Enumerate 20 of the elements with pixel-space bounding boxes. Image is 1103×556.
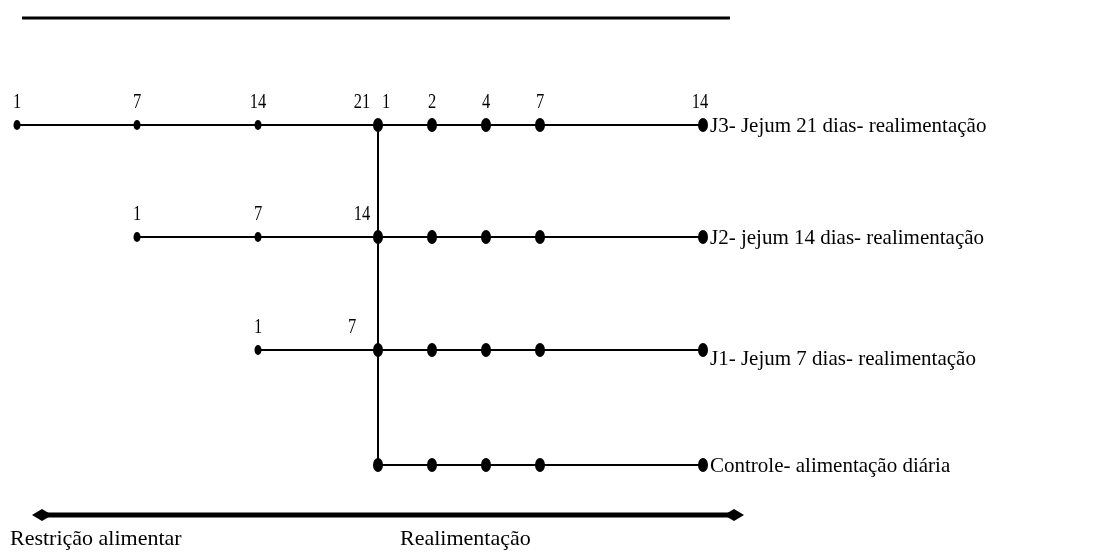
group-label: J2- jejum 14 dias- realimentação <box>710 226 985 248</box>
group-label: J3- Jejum 21 dias- realimentação <box>710 114 987 136</box>
day-number: 7 <box>132 90 142 112</box>
phase-label: Restrição alimentar <box>10 527 182 549</box>
day-number: 7 <box>347 315 357 337</box>
day-number: 1 <box>253 315 263 337</box>
day-number: 1 <box>132 202 142 224</box>
day-number: 7 <box>535 90 545 112</box>
day-number: 2 <box>427 90 437 112</box>
phase-label: Realimentação <box>400 527 531 549</box>
day-number: 1 <box>12 90 22 112</box>
group-label: Controle- alimentação diária <box>710 454 951 476</box>
day-number: 4 <box>481 90 491 112</box>
day-number: 14 <box>353 202 371 224</box>
day-number: 14 <box>691 90 709 112</box>
day-number: 21 <box>353 90 371 112</box>
group-label: J1- Jejum 7 dias- realimentação <box>710 347 976 369</box>
day-number: 14 <box>249 90 267 112</box>
day-number: 1 <box>381 90 391 112</box>
day-number: 7 <box>253 202 263 224</box>
